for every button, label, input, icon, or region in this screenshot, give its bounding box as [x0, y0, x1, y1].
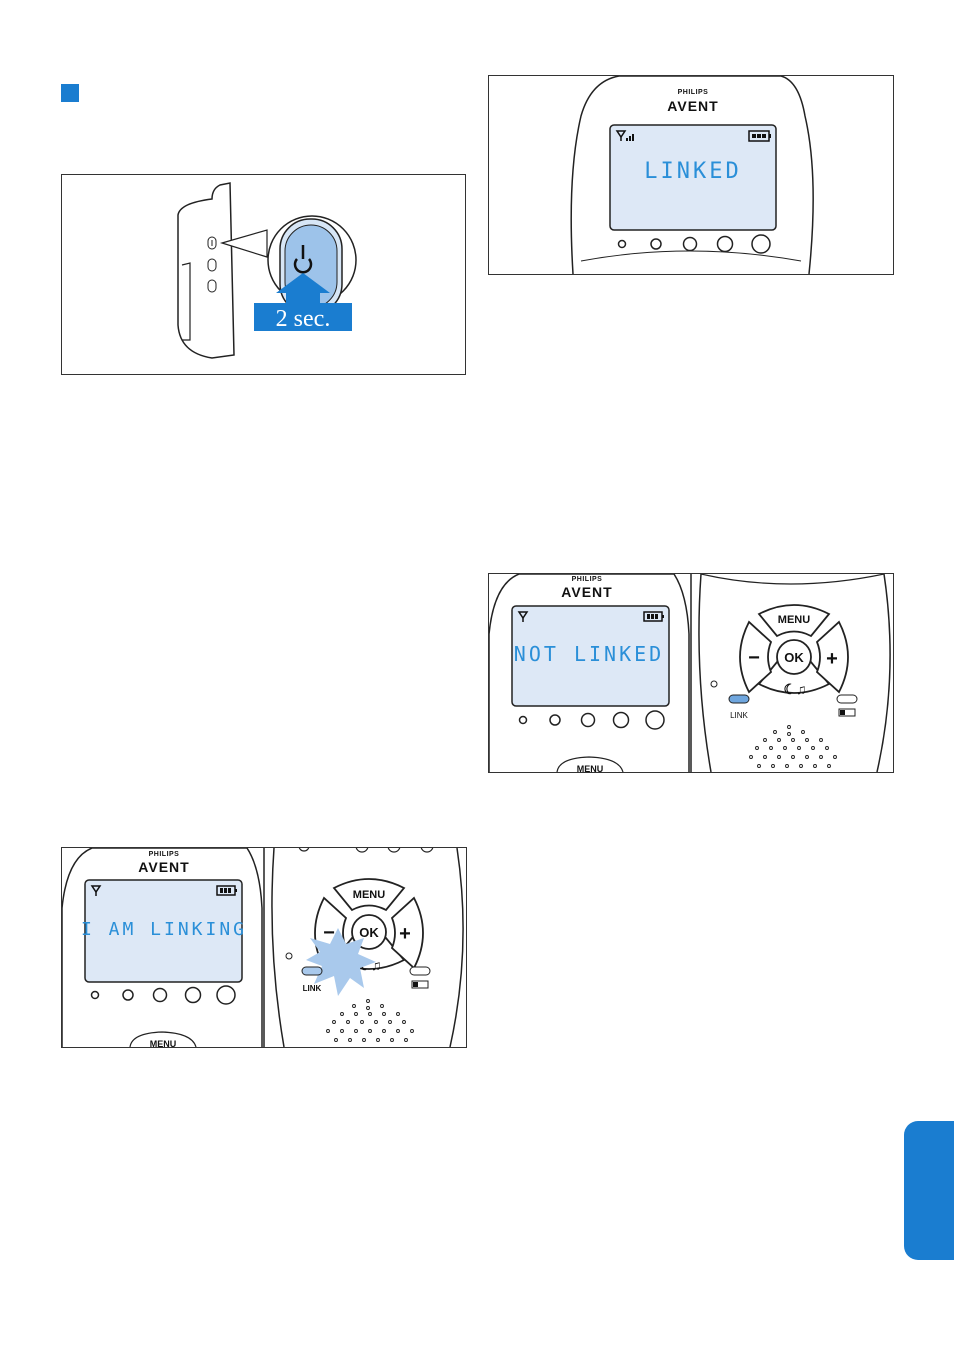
figure-linked: PHILIPS AVENT LINKED	[488, 75, 894, 275]
link-label: LINK	[303, 984, 322, 993]
brand-avent: AVENT	[667, 98, 718, 114]
ok-button[interactable]: OK	[359, 925, 379, 940]
link-label: LINK	[730, 711, 748, 720]
brand-avent: AVENT	[561, 584, 612, 600]
menu-button[interactable]: MENU	[353, 889, 385, 901]
menu-bottom-label: MENU	[577, 764, 604, 772]
minus-button[interactable]: −	[748, 647, 760, 669]
plus-button[interactable]: +	[826, 648, 838, 670]
speaker-grille	[750, 726, 837, 768]
link-indicator	[302, 967, 322, 975]
figure-linking: PHILIPS AVENT I AM LINKING MENU	[61, 847, 467, 1048]
figure-not-linked: PHILIPS AVENT NOT LINKED MENU	[488, 573, 894, 773]
brand-avent: AVENT	[138, 859, 189, 875]
lcd-text: I AM LINKING	[81, 919, 247, 940]
section-tab	[904, 1121, 954, 1260]
step-bullet	[61, 84, 79, 102]
menu-bottom-label: MENU	[150, 1039, 177, 1047]
brand-philips: PHILIPS	[572, 576, 603, 583]
figure-power-button: 2 sec.	[61, 174, 466, 375]
speaker-grille	[327, 1000, 414, 1042]
lullaby-icon[interactable]: ☾♫	[783, 681, 806, 697]
brand-philips: PHILIPS	[678, 89, 709, 96]
lcd-text: NOT LINKED	[514, 642, 664, 666]
ok-button[interactable]: OK	[784, 650, 804, 665]
link-indicator	[729, 695, 749, 703]
lcd-text: LINKED	[644, 159, 741, 184]
duration-label: 2 sec.	[276, 306, 331, 332]
menu-button[interactable]: MENU	[778, 614, 810, 626]
brand-philips: PHILIPS	[149, 851, 180, 858]
plus-button[interactable]: +	[399, 923, 411, 945]
